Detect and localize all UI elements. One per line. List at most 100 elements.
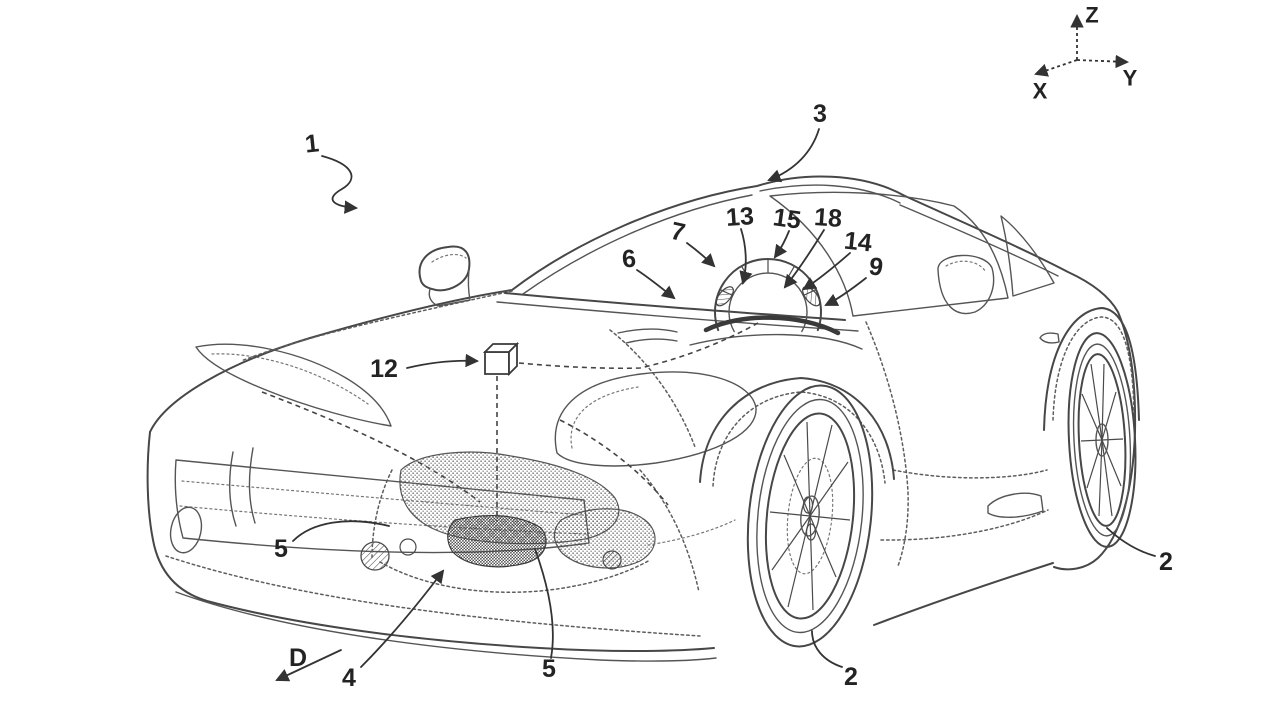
leader-lines <box>292 128 1156 668</box>
label-part-15: 15 <box>771 203 803 235</box>
leader-15 <box>773 230 790 259</box>
front-tire-sidewall <box>756 398 864 634</box>
front-bumper <box>146 431 715 653</box>
dash-top-edge <box>703 315 841 336</box>
label-part-13: 13 <box>725 202 755 232</box>
engine-assembly <box>360 451 736 593</box>
axis-x-label: X <box>1033 79 1048 104</box>
rocker-skirt <box>987 492 1044 518</box>
front-tire-outer <box>746 384 874 648</box>
mirror-stem <box>428 268 471 307</box>
door-shutline <box>865 321 909 567</box>
side-crease-lower <box>880 509 1049 541</box>
sensor-unit <box>482 322 759 522</box>
subframe-line-upper <box>371 469 393 559</box>
leader-2-front <box>811 630 843 668</box>
quarter-window <box>1000 215 1055 297</box>
leader-14 <box>802 252 851 291</box>
silhouette-top <box>149 175 1137 571</box>
front-wheel-spokes <box>769 421 851 611</box>
front-wheel-arch <box>699 377 895 483</box>
direction-label: D <box>289 644 307 672</box>
rear-hub <box>1095 423 1109 457</box>
front-wheel-arch-echo <box>712 391 886 487</box>
roof-inner <box>759 184 901 204</box>
label-part-2-rear: 2 <box>1159 548 1173 576</box>
reference-labels: 1 3 6 7 13 15 18 14 9 12 5 4 5 2 2 <box>274 100 1173 692</box>
leader-12 <box>406 353 480 369</box>
drip-rail <box>899 204 1059 277</box>
fog-lamp <box>169 506 203 554</box>
label-part-6: 6 <box>621 244 637 273</box>
label-part-1: 1 <box>304 129 321 158</box>
cowl-vent-2 <box>625 338 678 344</box>
leader-3 <box>767 128 820 183</box>
sensor-link-right <box>518 322 759 370</box>
leader-13 <box>739 228 753 285</box>
leader-9 <box>824 277 867 306</box>
side-mirror <box>418 245 471 292</box>
seat-headrest-inner <box>945 260 987 273</box>
engine-pulley-left <box>360 541 390 571</box>
engine-pulley-small <box>399 538 417 556</box>
headlight-inner <box>211 353 369 405</box>
leader-5-lower <box>534 548 554 659</box>
leader-7 <box>686 242 716 268</box>
axis-y-label: Y <box>1123 66 1138 91</box>
side-window <box>769 191 1009 317</box>
engine-pulley-right <box>602 550 622 570</box>
steering-rim-inner <box>728 272 808 333</box>
leader-5-upper <box>292 520 390 542</box>
rear-rim <box>1077 353 1127 527</box>
front-rim <box>764 412 856 620</box>
bumper-corner-line-1 <box>228 451 237 527</box>
label-part-5-lower: 5 <box>542 655 556 683</box>
leader-2-rear <box>1106 527 1156 557</box>
seat-headrest <box>937 254 995 315</box>
cowl-vent-1 <box>617 328 678 334</box>
side-crease-upper <box>892 469 1048 479</box>
rear-wheel <box>1067 332 1137 548</box>
cowl-line <box>504 292 846 321</box>
door-handle <box>1039 332 1060 344</box>
headlight <box>195 343 392 427</box>
label-part-4: 4 <box>342 664 356 692</box>
label-part-9: 9 <box>867 252 885 282</box>
rim-sensor-left <box>715 286 734 307</box>
engine-block <box>447 515 547 568</box>
splitter-edge <box>165 555 701 637</box>
engine-accessory-right <box>553 508 656 569</box>
front-hub-cap-2 <box>805 523 817 541</box>
a-pillar-inner <box>522 194 753 295</box>
label-part-12: 12 <box>370 355 398 383</box>
axis-y-line <box>1076 54 1130 69</box>
label-part-2-front: 2 <box>844 663 858 691</box>
mirror-face-line <box>431 253 467 263</box>
car-body-outline <box>146 175 1140 662</box>
front-hub-cap-1 <box>802 496 814 514</box>
steering-wheel <box>689 257 863 350</box>
fender-seam <box>639 469 700 593</box>
rear-tire-sidewall <box>1072 343 1132 537</box>
front-splitter <box>175 591 717 662</box>
rear-wheel-arch <box>1043 307 1140 431</box>
hood-dome <box>554 371 757 467</box>
rear-wheel-arch-echo <box>1052 316 1135 421</box>
hood-seam-right <box>609 329 696 448</box>
label-part-14: 14 <box>843 227 874 258</box>
rear-wheel-spokes <box>1080 363 1124 517</box>
leader-6 <box>636 269 676 300</box>
scuttle-line <box>496 301 859 332</box>
sensor-cube-side <box>508 341 518 377</box>
direction-arrow: D <box>275 644 342 682</box>
hood-seam-left <box>240 290 513 362</box>
coordinate-axes: Z X Y <box>1033 3 1138 104</box>
dash-lower-edge <box>689 333 863 350</box>
leader-4 <box>360 569 445 668</box>
label-part-3: 3 <box>813 100 827 128</box>
axis-z-label: Z <box>1085 3 1098 28</box>
label-part-7: 7 <box>668 217 687 247</box>
rocker-bottom <box>873 562 1054 626</box>
direction-arrow-line <box>275 649 342 682</box>
